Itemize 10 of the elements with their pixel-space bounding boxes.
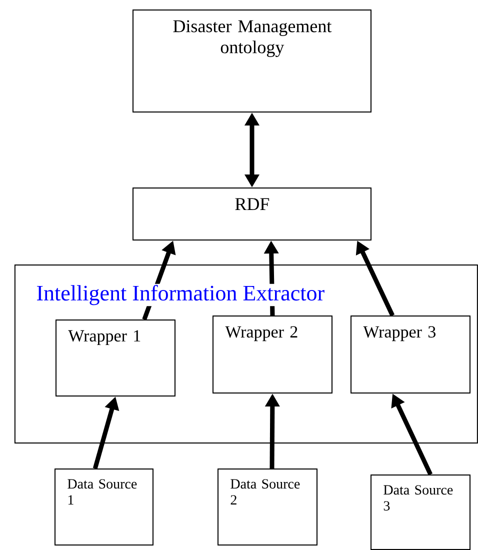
data-source-box: Data Source 3 [370,474,470,550]
rdf-box: RDF [132,188,372,240]
data-source-box: Data Source 2 [218,468,318,546]
wrapper-box: Wrapper 2 [212,316,332,394]
container-title: Intelligent Information Extractor [35,284,326,306]
wrapper-box: Wrapper 3 [350,316,470,394]
ontology-box: Disaster Management ontology [132,10,372,112]
extractor-container [14,264,478,444]
wrapper-box: Wrapper 1 [56,320,176,396]
data-source-box: Data Source 1 [54,468,154,546]
